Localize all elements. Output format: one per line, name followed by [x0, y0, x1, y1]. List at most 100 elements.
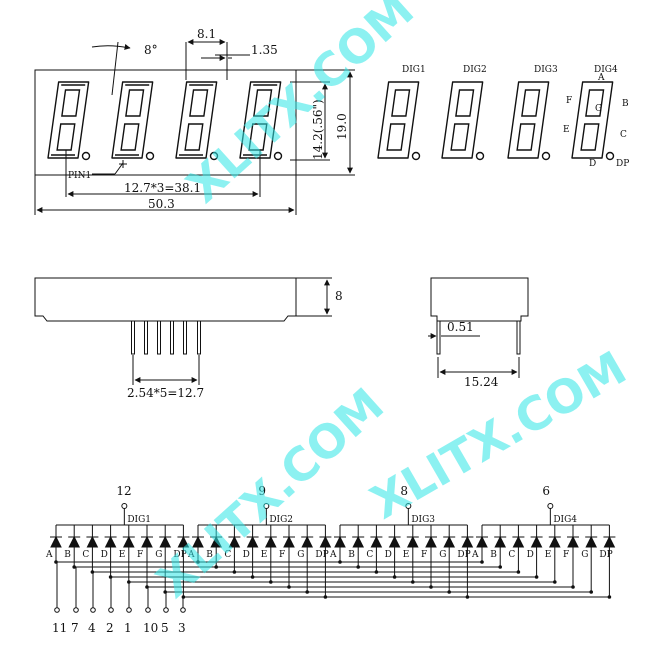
seg-a-label: A	[597, 73, 605, 83]
segment-label: G	[297, 550, 304, 560]
segment-diagram	[377, 81, 615, 161]
bottom-pin-label: 2	[106, 621, 114, 635]
led-diode	[334, 535, 346, 548]
schematic-digit-label: DIG2	[269, 515, 293, 525]
schematic	[50, 503, 616, 613]
front-view-labels: 8° 8.1 1.35 PIN1 12.7*3=38.1 50.3 19.0 1…	[68, 27, 349, 211]
bottom-pin	[145, 607, 151, 613]
seg-d-label: D	[589, 159, 596, 169]
led-diode	[567, 535, 579, 548]
side-pin	[144, 320, 148, 355]
height-label: 19.0	[335, 113, 349, 140]
segment-label: D	[527, 550, 534, 560]
end-body	[430, 277, 529, 322]
led-diode	[264, 535, 277, 548]
front-view	[34, 39, 355, 215]
led-diode	[122, 535, 135, 548]
led-diode	[585, 535, 598, 548]
segment-digit-3	[507, 81, 551, 161]
width-label: 50.3	[148, 197, 175, 211]
schematic-dig3	[334, 503, 474, 599]
seg-g-label: G	[595, 104, 602, 114]
led-diode	[86, 535, 99, 548]
bottom-pin-label: 5	[161, 621, 169, 635]
segment-label: D	[243, 550, 250, 560]
led-diode	[461, 535, 474, 548]
led-diode	[530, 535, 543, 548]
side-pin	[197, 320, 201, 355]
segment-label: F	[279, 550, 285, 560]
common-pin-label: 6	[542, 484, 550, 498]
segment-label: B	[348, 550, 355, 560]
bottom-pin-label: 11	[52, 621, 67, 635]
led-diode	[388, 535, 401, 548]
led-diode	[352, 535, 365, 548]
segment-label: DP	[315, 550, 328, 560]
segment-label: A	[187, 550, 195, 560]
segment-digit-4	[571, 81, 615, 161]
front-digits	[47, 81, 283, 161]
pin-dia-label: 0.51	[447, 320, 474, 334]
seg-dp-label: DP	[616, 159, 629, 169]
seg-c-label: C	[620, 130, 627, 140]
side-pin	[183, 320, 187, 355]
segment-label: A	[471, 550, 479, 560]
led-diode	[476, 535, 488, 548]
bottom-pin-label: 4	[88, 621, 96, 635]
pitch-label: 12.7*3=38.1	[124, 181, 201, 195]
dig3-label: DIG3	[534, 65, 558, 75]
segment-label: B	[64, 550, 71, 560]
segment-buses	[54, 561, 610, 613]
segment-label: C	[508, 550, 515, 560]
bottom-pin-label: 7	[71, 621, 79, 635]
led-diode	[159, 535, 172, 548]
led-diode	[425, 535, 437, 548]
segment-label: B	[490, 550, 497, 560]
front-digit-3	[175, 81, 219, 161]
bottom-pin	[90, 607, 96, 613]
segment-label: A	[329, 550, 337, 560]
schematic-dig4	[476, 503, 616, 599]
segment-label: G	[155, 550, 162, 560]
schematic-digit-label: DIG1	[127, 515, 151, 525]
side-pins	[131, 320, 201, 355]
front-digit-2	[111, 81, 155, 161]
stroke-label: 1.35	[251, 43, 278, 57]
segment-label: DP	[457, 550, 470, 560]
bottom-pin-label: 10	[143, 621, 158, 635]
segment-label: E	[403, 550, 410, 560]
bottom-pin	[108, 607, 114, 613]
bottom-pin	[163, 607, 169, 613]
pin1-label: PIN1	[68, 171, 91, 181]
watermark-bottom: XLITX.COM	[146, 377, 394, 608]
side-pin	[170, 320, 174, 355]
segment-label: E	[119, 550, 126, 560]
segment-label: B	[206, 550, 213, 560]
led-diode	[68, 535, 81, 548]
led-diode	[494, 535, 507, 548]
front-digit-1	[47, 81, 91, 161]
side-view	[34, 277, 332, 385]
bottom-pin-label: 1	[124, 621, 132, 635]
end-view	[428, 277, 529, 378]
common-pin-label: 8	[400, 484, 408, 498]
segment-label: E	[261, 550, 268, 560]
seg-e-label: E	[563, 125, 570, 135]
segment-digit-1	[377, 81, 421, 161]
common-pin-label: 9	[258, 484, 266, 498]
bottom-pin-label: 3	[178, 621, 186, 635]
row-spacing-label: 15.24	[464, 375, 499, 389]
segment-label: C	[366, 550, 373, 560]
pin-pitch-label: 2.54*5=12.7	[127, 386, 204, 400]
side-pin	[131, 320, 135, 355]
bottom-pin	[54, 607, 60, 613]
led-diode	[548, 535, 561, 548]
dig2-label: DIG2	[463, 65, 487, 75]
bottom-pin	[126, 607, 132, 613]
segment-label: D	[385, 550, 392, 560]
dig1-label: DIG1	[402, 65, 426, 75]
segment-label: F	[421, 550, 427, 560]
segment-label: F	[137, 550, 143, 560]
led-diode	[370, 535, 383, 548]
